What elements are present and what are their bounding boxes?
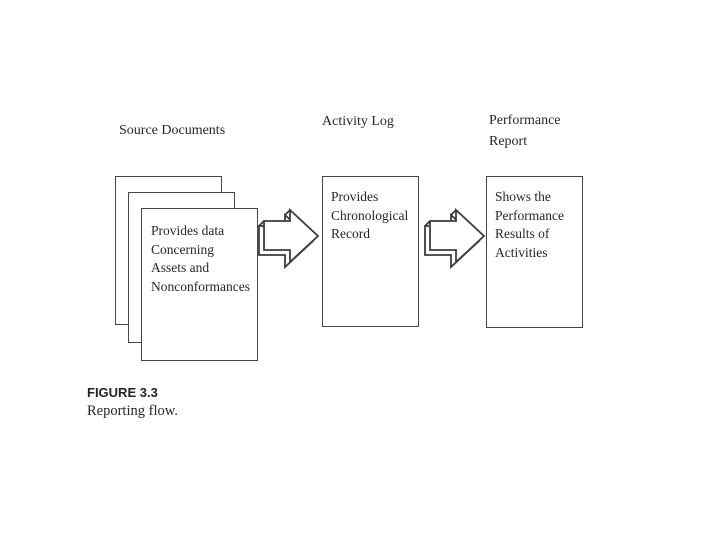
activity-log-box: Provides Chronological Record xyxy=(322,176,419,327)
node-body-line: Results of xyxy=(495,226,550,241)
node-body-line: Chronological xyxy=(331,207,409,223)
block-arrow-icon xyxy=(424,207,486,270)
node-body-line: Shows the xyxy=(495,189,551,204)
block-arrow-icon xyxy=(258,207,320,270)
heading-performance-report: Performance Report xyxy=(489,110,561,152)
heading-line: Source Documents xyxy=(119,123,226,138)
heading-line: Report xyxy=(489,134,528,149)
source-documents-sheet-front: Provides data Concerning Assets and Nonc… xyxy=(141,208,258,361)
node-body-line: Provides xyxy=(331,189,379,204)
node-body-line: Provides data xyxy=(151,223,225,238)
heading-line: Performance xyxy=(489,113,561,128)
node-body-line: Assets and xyxy=(151,260,210,275)
heading-activity-log: Activity Log xyxy=(322,111,394,132)
performance-report-box: Shows the Performance Results of Activit… xyxy=(486,176,583,328)
node-body-line: Performance xyxy=(495,207,564,223)
figure-caption-label: FIGURE 3.3 xyxy=(87,385,158,400)
heading-source-documents: Source Documents xyxy=(119,120,225,141)
node-body-line: Activities xyxy=(495,244,548,260)
heading-line: Activity Log xyxy=(322,114,394,129)
node-body-line: Record xyxy=(331,226,370,241)
node-body-line: Concerning xyxy=(151,241,214,257)
node-body-line: Nonconformances xyxy=(151,278,250,294)
figure-caption-text: Reporting flow. xyxy=(87,403,178,419)
